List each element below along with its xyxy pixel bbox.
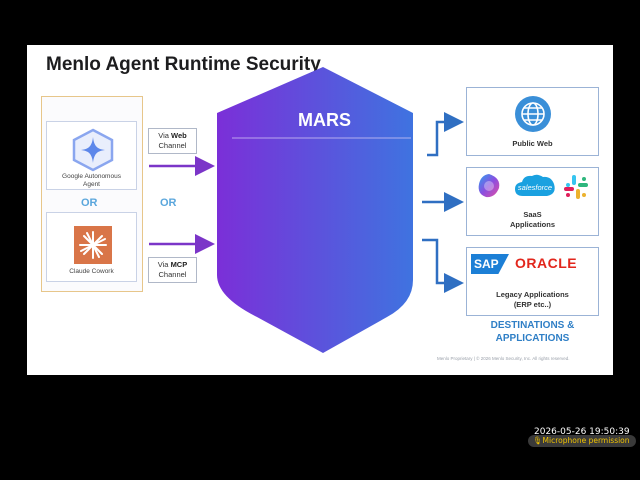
- salesforce-text: salesforce: [518, 183, 552, 192]
- dest-label-legacy-line2: (ERP etc..): [513, 300, 552, 309]
- dest-label-saas-line2: Applications: [509, 220, 555, 229]
- channel-web-suffix: Channel: [158, 141, 187, 150]
- channel-box-mcp: Via MCP Channel: [148, 257, 197, 283]
- footer-note: Menlo Proprietary | © 2026 Menlo Securit…: [437, 356, 570, 361]
- slide: Menlo Agent Runtime Security Google Auto…: [27, 45, 613, 375]
- dest-label-legacy-line1: Legacy Applications: [496, 290, 569, 299]
- destinations-heading: DESTINATIONS & APPLICATIONS: [466, 319, 599, 345]
- globe-icon: [515, 96, 551, 132]
- agent-label-google-line1: Google Autonomous: [62, 173, 121, 180]
- agent-label-claude: Claude Cowork: [69, 268, 114, 275]
- channel-mcp-prefix: Via: [157, 260, 169, 269]
- slack-icon: [564, 175, 588, 199]
- or-label-middle: OR: [160, 197, 177, 209]
- dest-label-saas-line1: SaaS: [523, 210, 542, 219]
- mars-label: MARS: [298, 110, 351, 130]
- arrow-to-public-web: [427, 112, 464, 157]
- dest-label-public-web: Public Web: [512, 139, 553, 148]
- mars-shield: [217, 67, 413, 353]
- microphone-permission-badge[interactable]: 🎙Microphone permission: [528, 435, 636, 447]
- salesforce-cloud-icon: salesforce: [515, 174, 555, 196]
- sap-logo: SAP: [471, 254, 509, 274]
- destinations-heading-line2: APPLICATIONS: [495, 333, 570, 344]
- channel-web-bold: Web: [171, 131, 187, 140]
- arrow-to-legacy: [422, 238, 464, 293]
- agent-card-google: Google Autonomous Agent: [46, 121, 137, 190]
- microphone-icon: 🎙: [533, 436, 543, 445]
- sparkle-icon: [72, 128, 114, 172]
- channel-web-prefix: Via: [158, 131, 169, 140]
- channel-mcp-bold: MCP: [170, 260, 188, 269]
- claude-burst-icon: [74, 226, 112, 264]
- or-label-agents: OR: [81, 197, 98, 209]
- diagram-graphics: [149, 67, 464, 353]
- agent-card-claude: Claude Cowork: [46, 212, 137, 282]
- agent-label-google-line2: Agent: [83, 181, 100, 188]
- copilot-icon: [478, 174, 500, 198]
- dest-card-public-web: Public Web: [466, 87, 599, 156]
- channel-mcp-suffix: Channel: [158, 270, 187, 279]
- timestamp: 2026-05-26 19:50:39: [534, 427, 630, 437]
- slide-title: Menlo Agent Runtime Security: [46, 54, 321, 75]
- oracle-logo: ORACLE: [515, 255, 578, 271]
- channel-box-web: Via Web Channel: [148, 128, 197, 154]
- destinations-heading-line1: DESTINATIONS &: [490, 320, 575, 331]
- dest-card-saas: salesforce SaaS Applications: [466, 167, 599, 236]
- microphone-permission-text: Microphone permission: [542, 436, 630, 445]
